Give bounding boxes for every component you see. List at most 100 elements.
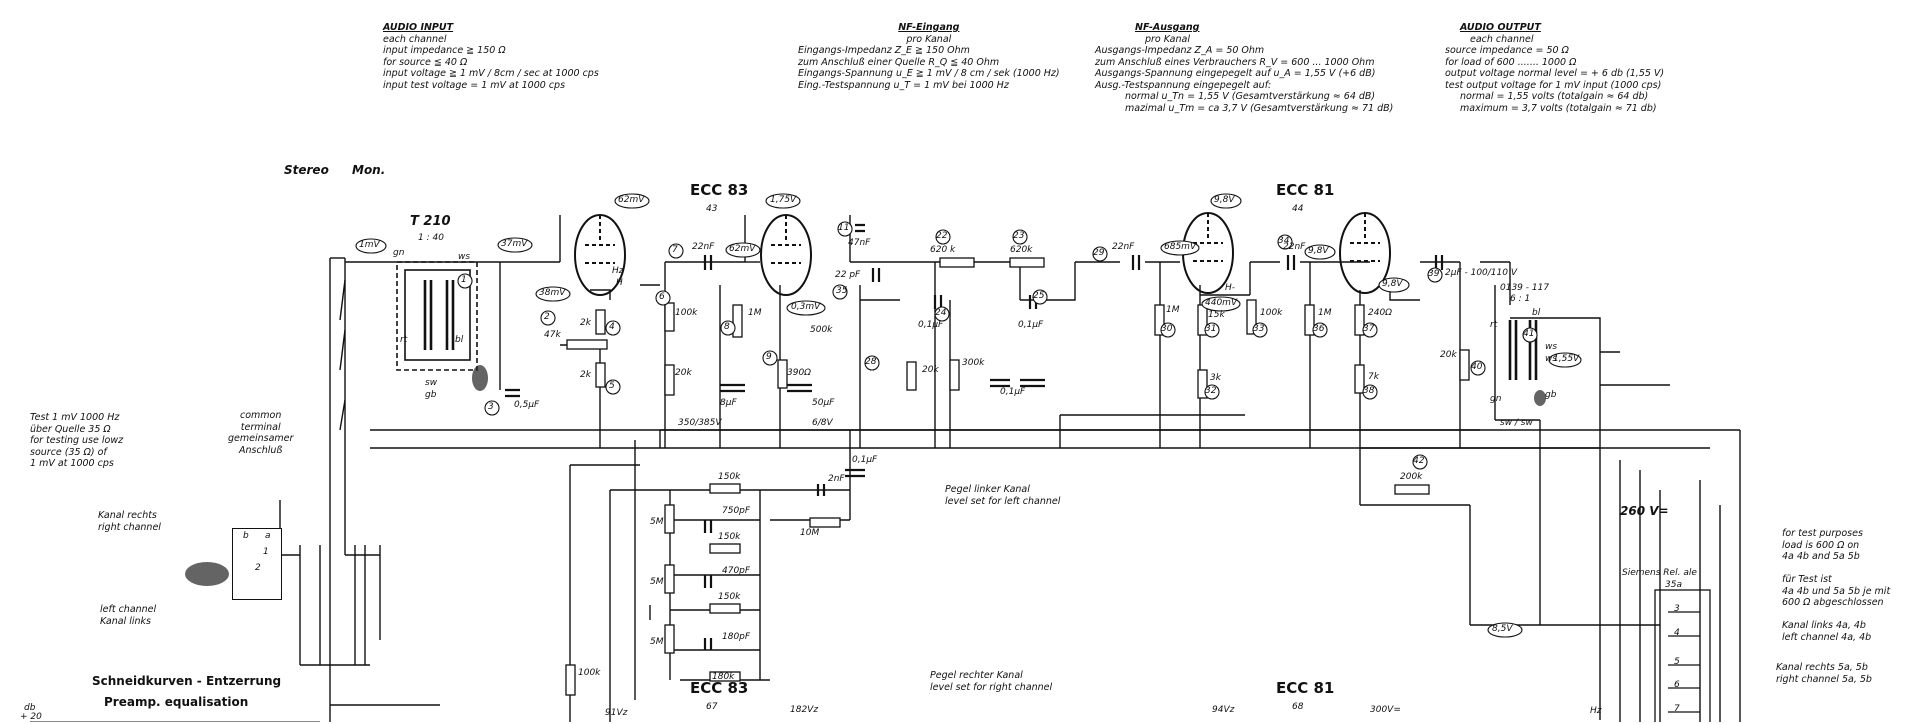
node-number: 6 [659,292,665,302]
comp-r-100k: 100k [578,668,601,678]
comp-v-260: 260 V= [1620,504,1669,518]
test-note-line: source (35 Ω) of [30,446,107,458]
comp-r-15k: 15k [1208,310,1225,320]
node-markers [457,221,1538,470]
pin-label: bl [1532,308,1541,318]
comp-r-1m: 1M [748,308,762,318]
nf-eingang-line: Eingangs-Spannung u_E ≧ 1 mV / 8 cm / se… [798,68,1060,79]
equalisation-title-en: Preamp. equalisation [104,695,249,709]
input-jack[interactable]: b a 1 2 [232,528,282,600]
nf-eingang-block: NF-Eingang pro Kanal Eingangs-Impedanz Z… [798,22,1060,91]
nf-ausgang-line: pro Kanal [1145,33,1190,45]
test-purposes-line: for test purposes [1782,528,1863,539]
nf-ausgang-title: NF-Ausgang [1135,22,1200,33]
relay-pin: 5 [1674,657,1680,667]
node-number: 29 [1093,248,1105,258]
tube-v4-num: 68 [1292,702,1304,712]
audio-input-title: AUDIO INPUT [383,22,454,33]
tube-v2-name: ECC 81 [1276,181,1335,199]
tube-v2-num: 44 [1292,204,1304,214]
comp-c-22nf: 22nF [692,242,715,252]
voltage-label: 0,3mV [791,302,821,312]
audio-input-line: for source ≦ 40 Ω [383,56,468,68]
nf-ausgang-line: mazimal u_Tm = ca 3,7 V (Gesamtverstärku… [1125,102,1394,114]
comp-r-5m: 5M [650,637,664,647]
jack-pin-label: 1 [263,547,269,557]
voltage-label: 1mV [359,240,380,250]
comp-c-05uf: 0,5µF [514,400,540,410]
hatched-symbols [185,365,1546,586]
comp-c-01uf: 0,1µF [1000,387,1026,397]
audio-input-line: each channel [383,33,447,45]
node-number: 5 [609,381,615,391]
comp-c-01uf: 0,1µF [918,320,944,330]
comp-r-1m: 1M [1318,308,1332,318]
comp-r-150k: 150k [718,472,741,482]
relay-pin: 6 [1674,680,1680,690]
kanal-links-out-line: Kanal links 4a, 4b [1782,620,1866,631]
fur-test-line: für Test ist [1782,574,1832,585]
node-number: 39 [1428,269,1440,279]
comp-r-5m: 5M [650,577,664,587]
common-terminal-line: terminal [240,421,281,433]
bottom-voltage: 91Vz [605,708,628,718]
kanal-rechts-out-line: Kanal rechts 5a, 5b [1776,662,1868,673]
comp-r-1m: 1M [1166,305,1180,315]
bottom-voltage: 94Vz [1212,705,1235,715]
comp-r-2k: 2k [580,318,591,328]
tube-v3-name: ECC 83 [690,679,749,697]
test-purposes-note: for test purposes load is 600 Ω on 4a 4b… [1782,528,1863,563]
nf-ausgang-line: normal u_Tn = 1,55 V (Gesamtverstärkung … [1125,91,1376,102]
pin-label: ws [458,252,471,262]
comp-c-180pf: 180pF [722,632,751,642]
pegel-rechts-line: Pegel rechter Kanal [930,670,1023,681]
nf-ausgang-line: Ausg.-Testspannung eingepegelt auf: [1095,79,1272,91]
pin-label: gn [393,248,405,258]
node-number: 36 [1313,324,1325,334]
comp-c-22pf: 22 pF [835,270,861,280]
relay-pin: 3 [1674,604,1680,614]
pin-label: sw / sw [1500,418,1533,428]
audio-output-line: source impedance = 50 Ω [1445,45,1569,56]
test-note-line: 1 mV at 1000 cps [30,458,114,469]
node-number: 38 [1363,386,1375,396]
comp-v-350: 350/385V [678,418,722,428]
voltage-label: 37mV [501,239,528,249]
wiring [245,215,1741,722]
test-note-line: über Quelle 35 Ω [30,423,111,435]
comp-r-100k: 100k [1260,308,1283,318]
tube-shapes [574,212,1391,296]
comp-r-180k: 180k [712,672,735,682]
common-terminal-line: Anschluß [239,444,283,456]
transformer-name: T 210 [410,214,451,229]
stereo-label: Stereo [284,163,329,177]
comp-r-300k: 300k [962,358,985,368]
pin-label: bl [455,335,464,345]
kanal-rechts-line: right channel [98,521,161,533]
voltage-label: 440mV [1205,298,1238,308]
node-number: 31 [1205,324,1217,334]
comp-r-200k: 200k [1400,472,1423,482]
comp-r-7k: 7k [1368,372,1379,382]
pin-label: rt [1490,320,1498,330]
comp-c-2uf: 2µF - 100/110 V [1445,268,1518,278]
pin-label: rt [400,335,408,345]
fur-test-line: 4a 4b und 5a 5b je mit [1782,585,1891,597]
comp-c-01uf: 0,1µF [852,455,878,465]
audio-output-title: AUDIO OUTPUT [1460,22,1541,33]
comp-r-20k: 20k [922,365,939,375]
pin-label: Hz [612,266,624,276]
fur-test-note: für Test ist 4a 4b und 5a 5b je mit 600 … [1782,574,1890,609]
tube-v3-num: 67 [706,702,718,712]
voltage-label: 62mV [618,195,645,205]
audio-output-line: each channel [1470,33,1534,45]
comp-c-22nf: 22nF [1283,242,1306,252]
kanal-rechts-out-note: Kanal rechts 5a, 5b right channel 5a, 5b [1776,662,1872,685]
common-terminal-line: gemeinsamer [228,433,294,444]
node-number: 34 [1278,236,1290,246]
comp-c-8uf: 8µF [720,398,737,408]
pegel-rechts-note: Pegel rechter Kanal level set for right … [930,670,1052,693]
nf-eingang-title: NF-Eingang [898,22,960,33]
nf-eingang-line: Eing.-Testspannung u_T = 1 mV bei 1000 H… [798,79,1009,91]
comp-r-47k: 47k [544,330,561,340]
